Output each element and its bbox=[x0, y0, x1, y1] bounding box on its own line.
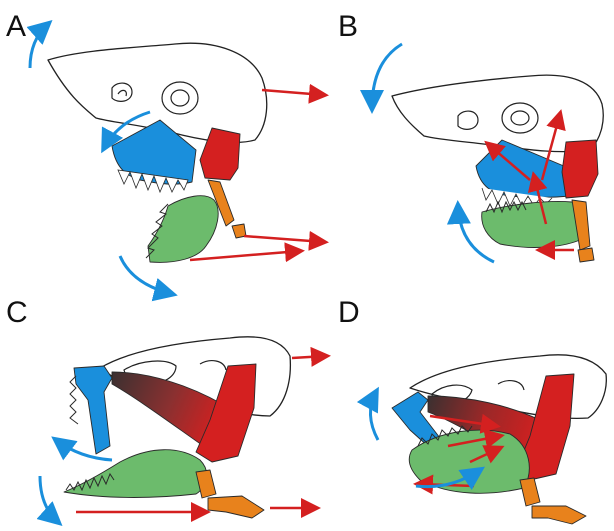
quadrate-b bbox=[562, 140, 598, 198]
panel-label-d: D bbox=[338, 296, 360, 329]
lower-jaw-rotation-arrow-c bbox=[40, 476, 58, 522]
panel-d: D bbox=[338, 296, 606, 524]
neurocranium-pull-arrow-c bbox=[292, 356, 326, 358]
upper-jaw-c bbox=[74, 366, 112, 454]
upper-jaw-rotation-arrow-d bbox=[370, 392, 378, 440]
panel-label-c: C bbox=[6, 296, 28, 329]
panel-a: A bbox=[6, 10, 324, 294]
hyoid-tip-d bbox=[532, 506, 586, 524]
panel-label-a: A bbox=[6, 10, 26, 43]
lower-jaw-pull-arrow bbox=[190, 251, 300, 260]
hyoid-tip bbox=[232, 224, 246, 238]
hyoid-tip-c bbox=[208, 496, 264, 518]
panel-c: C bbox=[6, 296, 326, 522]
panel-b: B bbox=[338, 10, 603, 262]
neurocranium-pull-arrow bbox=[262, 90, 324, 95]
hyoid-pull-arrow bbox=[244, 236, 324, 242]
hyoid-bar-c bbox=[196, 470, 216, 498]
neurocranium-b bbox=[392, 75, 603, 152]
rotation-arrow-neurocranium bbox=[30, 24, 48, 68]
panel-label-b: B bbox=[338, 10, 358, 43]
hyoid-tip-b bbox=[578, 248, 594, 262]
lower-jaw-b bbox=[482, 201, 585, 247]
lower-jaw-c bbox=[64, 450, 207, 498]
hyoid-bar-d bbox=[520, 478, 540, 506]
